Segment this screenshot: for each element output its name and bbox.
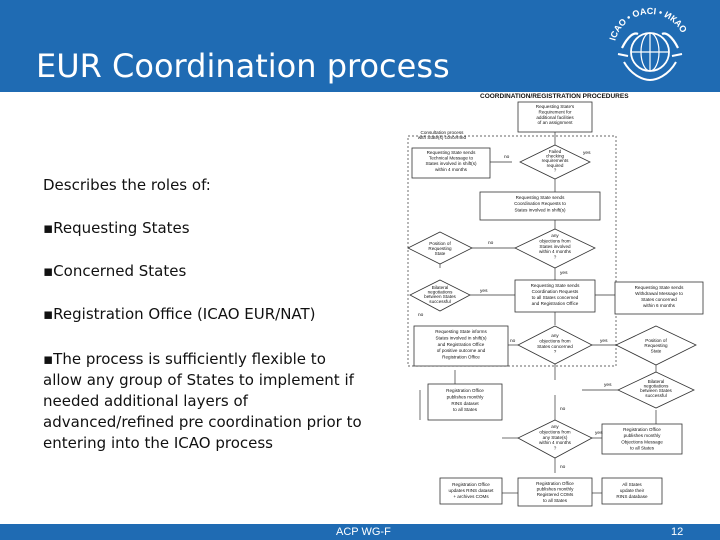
bullet-concerned-states: ▪Concerned States <box>43 262 187 280</box>
label-no-1: no <box>504 155 510 160</box>
box-allstates <box>601 477 663 505</box>
slide-title: EUR Coordination process <box>36 47 450 85</box>
box-send-tech <box>411 147 491 179</box>
slide-footer: ACP WG-F 12 <box>0 524 720 540</box>
box-send-coord <box>479 191 601 221</box>
label-yes-1: yes <box>583 151 591 156</box>
label-no-3: no <box>418 313 424 318</box>
diamond-bilateral <box>409 279 471 312</box>
label-no-6: no <box>560 465 566 470</box>
box-informs <box>413 325 509 367</box>
label-yes-6: yes <box>595 431 603 436</box>
label-yes-5: yes <box>604 383 612 388</box>
box-send-all <box>514 279 596 313</box>
diamond-failed <box>519 144 591 180</box>
coordination-flowchart: COORDINATION/REGISTRATION PROCEDURES Req… <box>407 93 704 507</box>
diamond-position <box>407 231 473 265</box>
diamond-objections <box>514 228 596 269</box>
box-reg-office <box>601 423 683 455</box>
box-reg2 <box>517 477 593 507</box>
diamond-obj2 <box>517 325 593 365</box>
label-yes-4: yes <box>600 339 608 344</box>
bullet-flexibility: ▪The process is sufficiently flexible to… <box>43 350 362 452</box>
page-number: 12 <box>671 526 684 538</box>
label-no-5: no <box>560 407 566 412</box>
icao-logo-icon: ICAO • OACI • ИКАО <box>607 6 689 82</box>
bullet-registration-office: ▪Registration Office (ICAO EUR/NAT) <box>43 305 316 323</box>
svg-text:ICAO • OACI • ИКАО: ICAO • OACI • ИКАО <box>607 6 688 42</box>
footer-label: ACP WG-F <box>336 526 391 538</box>
box-reg1 <box>439 477 503 505</box>
label-no-4: no <box>510 339 516 344</box>
intro-text: Describes the roles of: <box>43 176 211 194</box>
label-no-2: no <box>488 241 494 246</box>
box-publish <box>427 383 503 421</box>
label-yes-3: yes <box>480 289 488 294</box>
diamond-position2 <box>615 325 697 366</box>
diamond-bilateral2 <box>617 371 695 409</box>
flow-title: COORDINATION/REGISTRATION PROCEDURES <box>480 93 629 100</box>
diamond-obj3 <box>517 419 593 459</box>
slide-header: EUR Coordination process ICAO • OACI • И… <box>0 0 720 92</box>
box-withdraw <box>614 281 704 315</box>
bullet-requesting-states: ▪Requesting States <box>43 219 190 237</box>
start-box <box>517 101 593 133</box>
label-yes-2: yes <box>560 271 568 276</box>
